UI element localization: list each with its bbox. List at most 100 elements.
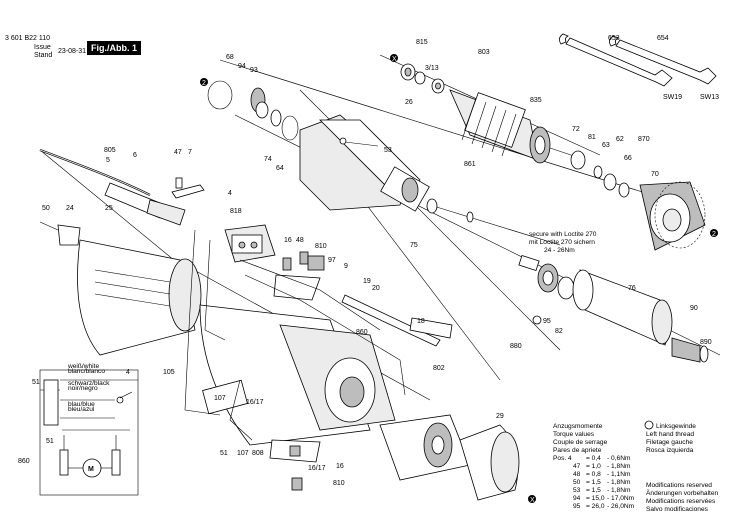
armature-835 [449,89,581,164]
wire-white: weiß/white [67,363,99,370]
mod-de: Änderungen vorbehalten [646,489,719,497]
torque-row-v2: - 1,1Nm [607,471,631,478]
callout-861: 861 [464,161,476,168]
callout-653: 653 [608,35,620,42]
callout-105: 105 [163,369,175,376]
torque-row-v2: - 1,8Nm [607,487,631,494]
stand-label: Stand [34,52,52,59]
issue-label: Issue [34,44,51,51]
clip-18 [409,317,453,339]
torque-row-pos: 48 [573,471,581,478]
wire-blue-2: bleu/azul [68,406,95,413]
callout-5: 5 [106,157,110,164]
loctite-line-1: secure with Loctite 270 [529,231,597,238]
brush-plate-808 [269,439,321,491]
callout-sw19: SW19 [663,94,682,101]
torque-row-pos: 95 [573,503,581,510]
callout-803: 803 [478,49,490,56]
callout-815: 815 [416,39,428,46]
callout-labels: 815 803 653 654 68 94 93 3/13 26 835 SW1… [18,35,719,504]
callout-16-17-bottom: 16/17 [308,465,326,472]
mod-en: Modifications reserved [646,482,712,489]
torque-row-v1: = 1,5 [586,479,601,486]
badge-95 [532,315,542,325]
nose-cap [459,424,520,501]
callout-810-top: 810 [315,243,327,250]
torque-row-pos: 50 [573,479,581,486]
loctite-line-3: 24 - 26Nm [544,247,575,254]
torque-title-en: Torque values [553,431,595,438]
callout-880: 880 [510,343,522,350]
callout-64: 64 [276,165,284,172]
badge-x-top [390,54,398,62]
switch-block-4 [224,224,276,263]
callout-68: 68 [226,54,234,61]
callout-47: 47 [174,149,182,156]
wire-black-2: noir/negro [68,385,98,392]
callout-48: 48 [296,237,304,244]
wire-blue: blau/blue [68,401,95,408]
wire-black: schwarz/black [68,380,110,387]
left-thread-icon [644,420,654,430]
bearing-group-right [570,150,630,198]
torque-row-v1: = 0,4 [586,455,601,462]
callout-90: 90 [690,305,698,312]
callout-802-107: 802 [433,365,445,372]
callout-51-schematic: 51 [46,438,54,445]
callout-16-bottom: 16 [336,463,344,470]
tube-76 [572,269,673,346]
torque-row-pos: 94 [573,495,581,502]
loctite-note: secure with Loctite 270 mit Loctite 270 … [529,231,597,254]
screw-50-24 [39,221,81,246]
callout-16-17-mid: 16/17 [246,399,264,406]
callout-97: 97 [328,257,336,264]
callout-75: 75 [410,242,418,249]
callout-63: 63 [602,142,610,149]
wiring-schematic: M weiß/white blanc/blanco schwarz/black … [39,363,139,496]
callout-51-bottom: 51 [220,450,228,457]
callout-x-top: X [392,56,397,63]
callout-9: 9 [344,263,348,270]
callout-835: 835 [530,97,542,104]
callout-26: 26 [405,99,413,106]
callout-805: 805 [104,147,116,154]
callout-25: 25 [105,205,113,212]
callout-81: 81 [588,134,596,141]
callout-93: 93 [250,67,258,74]
end-cap-70 [639,181,706,251]
callout-19: 19 [363,278,371,285]
callout-29: 29 [496,413,504,420]
badge-x-bottom [528,495,536,503]
torque-row-pos: 53 [573,487,581,494]
torque-row-v1: = 1,5 [586,487,601,494]
torque-row-v1: = 0,8 [586,471,601,478]
torque-row-v2: - 0,6Nm [607,455,631,462]
mod-es: Salvo modificaciones [646,506,709,513]
thread-es: Rosca izquierda [646,447,694,454]
figure-badge [87,41,141,55]
motor-housing-25 [77,239,202,356]
callout-107-mid: 107 [214,395,226,402]
header: 3 601 B22 110 Issue Stand 23-08-31 Fig./… [5,35,141,59]
power-cable-805 [39,148,186,226]
clamp-47-7 [171,177,205,199]
thread-de: Linksgewinde [656,423,696,430]
badge-2-top [200,78,208,86]
callout-654: 654 [657,35,669,42]
callout-818: 818 [230,208,242,215]
callout-53: 53 [384,147,392,154]
loctite-line-2: mit Loctite 270 sichern [529,239,595,246]
callout-72: 72 [572,126,580,133]
callout-870: 870 [638,136,650,143]
callout-890: 890 [700,339,712,346]
spanner-653 [559,33,673,87]
callout-76: 76 [628,285,636,292]
torque-row-v2: - 1,8Nm [607,463,631,470]
callout-4-top: 4 [228,190,232,197]
callout-51-left: 51 [32,379,40,386]
torque-row-v2: - 17,0Nm [607,495,635,502]
part-number: 3 601 B22 110 [5,35,50,42]
collet-890 [671,337,709,363]
